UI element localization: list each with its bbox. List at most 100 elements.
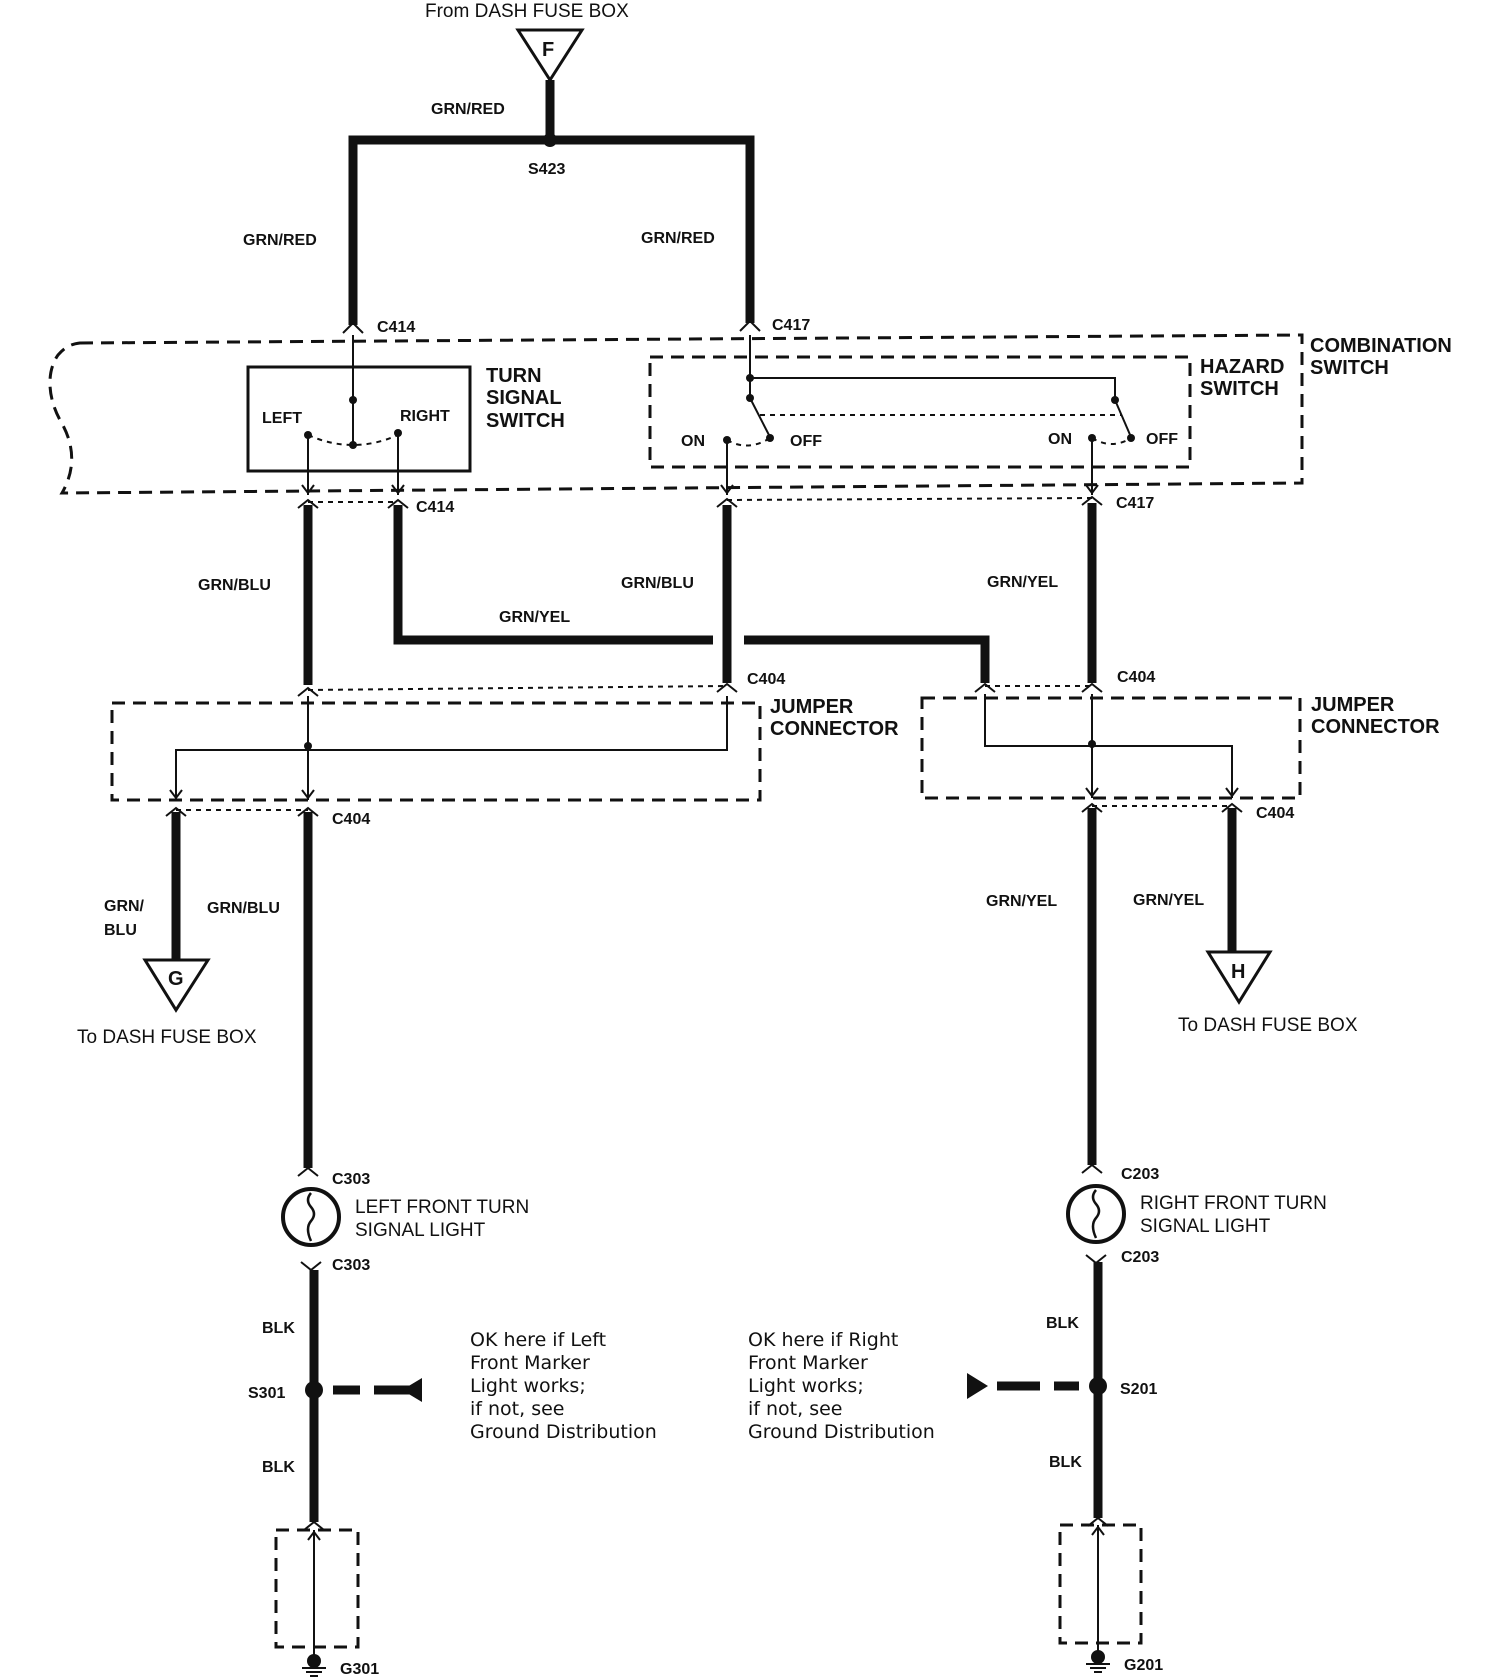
jumper-right-label-2: CONNECTOR [1311, 716, 1440, 738]
wire-label-blk-left-1: BLK [262, 1320, 295, 1337]
c417-bottom-housing [726, 497, 1093, 501]
fuse-box-h-triangle [1205, 950, 1273, 1005]
jumper-left-arrow-main [301, 789, 315, 800]
note-right-line-4: if not, see [748, 1398, 842, 1420]
c404-right-top-pin-2 [1081, 682, 1103, 693]
wire-label-grn-red-top: GRN/RED [431, 101, 505, 118]
connector-g-label: G [168, 968, 184, 990]
wire-label-blk-right-1: BLK [1046, 1315, 1079, 1332]
c303-top-label: C303 [332, 1171, 370, 1188]
right-bulb-filament [1091, 1189, 1101, 1239]
c414-top-pin [342, 321, 364, 334]
c417-bottom-label: C417 [1116, 495, 1154, 512]
wire-label-grn-yel-to-h: GRN/YEL [1133, 892, 1204, 909]
wire-label-grn-blu-left: GRN/BLU [198, 577, 271, 594]
c417-bottom-pin-left [716, 497, 738, 508]
splice-s301-label: S301 [248, 1385, 285, 1402]
s301-arrow-head [402, 1378, 422, 1402]
g301-node [307, 1654, 321, 1668]
s201-arrow-head [967, 1373, 988, 1399]
turn-signal-switch-label-3: SWITCH [486, 410, 565, 432]
c404-left-top-label: C404 [747, 671, 785, 688]
wire-label-grn-red-left: GRN/RED [243, 232, 317, 249]
c404-left-bottom-pin-2 [297, 806, 319, 817]
hazard-right-off-label: OFF [1146, 431, 1178, 448]
g301-pin [303, 1520, 325, 1531]
c404-left-top-housing [307, 685, 728, 691]
hazard-left-blade [749, 397, 771, 438]
combination-switch-label-2: SWITCH [1310, 357, 1389, 379]
wire-label-grn-yel-hazard: GRN/YEL [987, 574, 1058, 591]
wire-grn-yel-to-right-jumper [744, 635, 990, 683]
to-dash-fuse-box-right-label: To DASH FUSE BOX [1178, 1015, 1358, 1036]
jumper-right-arrow-h [1225, 787, 1239, 798]
hazard-right-blade [1114, 399, 1132, 438]
c404-left-top-pin-2 [716, 682, 738, 693]
c203-top-label: C203 [1121, 1166, 1159, 1183]
c414-bottom-label: C414 [416, 499, 454, 516]
note-left-line-5: Ground Distribution [470, 1421, 657, 1443]
turn-signal-switch-label-1: TURN [486, 365, 542, 387]
c203-bottom-label: C203 [1121, 1249, 1159, 1266]
hazard-feed-bus [750, 377, 1116, 400]
wire-label-grn-yel-right-lower: GRN/YEL [986, 893, 1057, 910]
c303-bottom-label: C303 [332, 1257, 370, 1274]
jumper-left-label-1: JUMPER [770, 696, 854, 718]
wire-label-blk-left-2: BLK [262, 1459, 295, 1476]
left-light-label-2: SIGNAL LIGHT [355, 1220, 486, 1241]
g301-up-arrow [307, 1530, 321, 1541]
hazard-switch-label-1: HAZARD [1200, 356, 1284, 378]
hazard-right-on-label: ON [1048, 431, 1072, 448]
hazard-right-arc [1091, 437, 1132, 445]
jumper-left-node [304, 742, 312, 750]
jumper-left-arrow-g [169, 789, 183, 800]
splice-s201 [1089, 1377, 1107, 1395]
wire-grn-yel-from-turn [393, 505, 713, 645]
c417-bottom-pin-right [1081, 495, 1103, 506]
g201-pin [1087, 1516, 1109, 1527]
note-left-line-2: Front Marker [470, 1352, 590, 1374]
c404-left-top-pin-1 [297, 686, 319, 697]
wire-label-grn-blu-split-1: GRN/ [104, 898, 145, 915]
turn-switch-linkage [307, 434, 399, 446]
to-dash-fuse-box-left-label: To DASH FUSE BOX [77, 1027, 257, 1048]
c404-right-bottom-pin-1 [1081, 802, 1103, 813]
c404-left-bottom-pin-1 [165, 806, 187, 817]
hazard-left-off-label: OFF [790, 433, 822, 450]
hazard-right-arrow [1085, 484, 1099, 495]
c414-bottom-pin-right [387, 498, 409, 509]
note-right-line-1: OK here if Right [748, 1329, 898, 1351]
right-light-label-2: SIGNAL LIGHT [1140, 1216, 1271, 1237]
c417-top-label: C417 [772, 317, 810, 334]
left-front-turn-signal-light [281, 1187, 341, 1247]
turn-switch-pivot [349, 441, 357, 449]
right-light-label-1: RIGHT FRONT TURN [1140, 1193, 1327, 1214]
g201-node [1091, 1650, 1105, 1664]
note-right-line-2: Front Marker [748, 1352, 868, 1374]
hazard-switch-box [648, 355, 1192, 469]
g201-up-arrow [1091, 1525, 1105, 1536]
wire-label-blk-right-2: BLK [1049, 1454, 1082, 1471]
turn-left-arrow [301, 484, 315, 495]
splice-s201-label: S201 [1120, 1381, 1157, 1398]
hazard-left-on-label: ON [681, 433, 705, 450]
jumper-right-label-1: JUMPER [1311, 694, 1395, 716]
jumper-right-arrow-main [1085, 787, 1099, 798]
jumper-left-label-2: CONNECTOR [770, 718, 899, 740]
c303-top-pin [297, 1166, 319, 1177]
note-left-line-3: Light works; [470, 1375, 586, 1397]
c404-right-top-label: C404 [1117, 669, 1155, 686]
c203-top-pin [1081, 1163, 1103, 1174]
c404-left-bottom-label: C404 [332, 811, 370, 828]
c417-top-pin [739, 319, 761, 332]
splice-s301 [305, 1381, 323, 1399]
combination-switch-boundary [48, 333, 1304, 495]
hazard-left-arrow [720, 484, 734, 495]
c404-right-bottom-label: C404 [1256, 805, 1294, 822]
c203-bottom-pin [1085, 1254, 1107, 1265]
note-left-line-4: if not, see [470, 1398, 564, 1420]
c414-bottom-pin-left [297, 498, 319, 509]
c404-right-top-pin-1 [974, 682, 996, 693]
connector-f-label: F [542, 39, 554, 61]
